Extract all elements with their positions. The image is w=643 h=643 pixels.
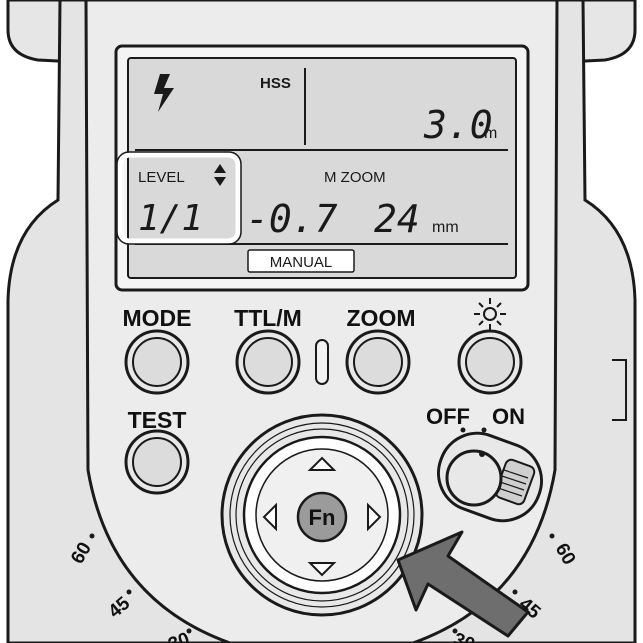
lcd-mode-badge-bg xyxy=(247,249,355,273)
lcd-zoom-label: M ZOOM xyxy=(324,169,386,186)
flash-icon xyxy=(154,74,174,112)
lcd-hss-label: HSS xyxy=(260,75,291,92)
lcd-screen xyxy=(127,57,517,279)
mode-button[interactable] xyxy=(124,329,190,395)
indicator-lamp xyxy=(315,339,329,385)
level-highlight-outline xyxy=(116,151,242,245)
power-off-dot xyxy=(460,427,466,433)
left-arrow-icon[interactable] xyxy=(262,502,277,532)
test-button-label: TEST xyxy=(128,407,187,433)
power-on-label: ON xyxy=(492,404,525,429)
down-arrow-icon[interactable] xyxy=(307,562,337,577)
lcd-distance-unit: m xyxy=(484,125,497,142)
zoom-button-label: ZOOM xyxy=(347,305,416,331)
power-switch[interactable] xyxy=(428,423,552,532)
level-highlight-box xyxy=(117,152,241,244)
right-arrow-icon[interactable] xyxy=(367,502,382,532)
zoom-button[interactable] xyxy=(345,329,411,395)
up-down-arrows-icon xyxy=(214,164,226,186)
lcd-mode-badge: MANUAL xyxy=(270,254,333,271)
sun-icon xyxy=(474,298,506,330)
pointer-arrow-icon xyxy=(396,530,530,638)
housing-side-notch xyxy=(612,359,627,421)
power-off-label: OFF xyxy=(426,404,470,429)
lcd-distance-value: 3.0 xyxy=(423,103,493,147)
mode-button-label: MODE xyxy=(123,305,192,331)
lcd-level-value: 1/1 xyxy=(138,198,203,239)
lcd-level-label: LEVEL xyxy=(138,169,185,186)
ttlm-button-label: TTL/M xyxy=(234,305,302,331)
lcd-ev-value: -0.7 xyxy=(246,197,338,241)
test-button[interactable] xyxy=(124,429,190,495)
lcd-zoom-unit: mm xyxy=(432,219,459,236)
ttlm-button[interactable] xyxy=(235,329,301,395)
scale-dots xyxy=(89,533,555,634)
power-on-dot xyxy=(481,427,487,433)
up-arrow-icon[interactable] xyxy=(307,456,337,471)
fn-button-label: Fn xyxy=(309,505,336,530)
lcd-zoom-value: 24 xyxy=(374,197,420,241)
arrow-icons xyxy=(262,456,382,577)
backlight-button[interactable] xyxy=(457,329,523,395)
fn-button[interactable] xyxy=(296,491,348,543)
